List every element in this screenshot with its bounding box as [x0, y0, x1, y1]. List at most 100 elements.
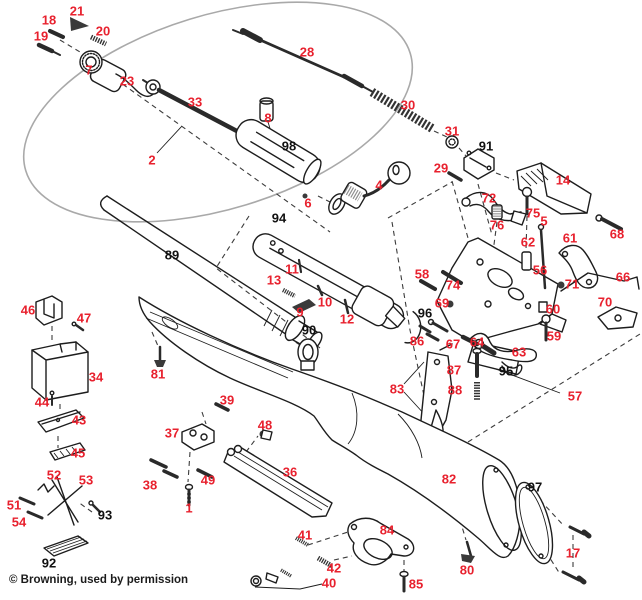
- plunger-76-drawing: [491, 204, 503, 220]
- lever-70-drawing: [597, 306, 638, 330]
- part-label-4: 4: [375, 177, 383, 193]
- screw-96-drawing: [427, 318, 449, 333]
- pin-49-drawing: [196, 468, 214, 479]
- mount-37-drawing: [181, 423, 215, 451]
- pin-10-drawing: [316, 284, 324, 297]
- bolt-detail-parts: [36, 17, 411, 215]
- sear-63-drawing: [468, 332, 537, 363]
- part-label-93: 93: [97, 507, 113, 523]
- part-label-37: 37: [164, 425, 180, 441]
- detail-balloon: [22, 1, 414, 223]
- part-label-13: 13: [266, 272, 282, 288]
- part-label-52: 52: [46, 467, 62, 483]
- screw-93-drawing: [88, 500, 102, 514]
- pin-58-drawing: [419, 279, 437, 291]
- floorplate-92-drawing: [43, 535, 89, 557]
- part-label-23: 23: [119, 73, 135, 89]
- part-label-98: 98: [281, 138, 297, 154]
- bolt-handle-4-drawing: [328, 161, 411, 215]
- spring-13-drawing: [281, 287, 297, 299]
- part-label-88: 88: [447, 382, 463, 398]
- part-label-81: 81: [150, 366, 166, 382]
- pin-67-drawing: [460, 334, 480, 347]
- part-label-10: 10: [317, 294, 333, 310]
- spring-41-drawing: [294, 536, 310, 547]
- lever-72-drawing: [461, 191, 527, 226]
- part-label-80: 80: [459, 562, 475, 578]
- part-label-90: 90: [301, 322, 317, 338]
- part-label-9: 9: [296, 304, 304, 320]
- pin-18-drawing: [48, 29, 65, 39]
- part-label-31: 31: [444, 123, 460, 139]
- guide-lines: [51, 39, 641, 590]
- part-label-17: 17: [565, 545, 581, 561]
- part-label-85: 85: [408, 576, 424, 592]
- screws-17-drawing: [561, 525, 592, 585]
- part-label-96: 96: [417, 305, 433, 321]
- part-label-42: 42: [326, 560, 342, 576]
- pin-39-drawing: [214, 402, 230, 412]
- bolt-sleeve-7-drawing: [79, 50, 127, 93]
- ball-6-drawing: [302, 193, 308, 199]
- bolt-carrier-94-drawing: [252, 233, 422, 344]
- part-label-36: 36: [282, 464, 298, 480]
- recoil-lug-90-drawing: [297, 338, 319, 371]
- part-label-29: 29: [433, 160, 449, 176]
- part-label-97: 97: [527, 479, 543, 495]
- part-label-6: 6: [304, 195, 312, 211]
- part-label-51: 51: [6, 497, 22, 513]
- part-label-43: 43: [71, 412, 87, 428]
- part-label-58: 58: [414, 266, 430, 282]
- spring-42-drawing: [316, 555, 334, 569]
- sight-91-drawing: [463, 148, 495, 180]
- sight-base-14-drawing: [516, 162, 592, 215]
- screw-87-drawing: [472, 347, 482, 378]
- screws-86-drawing: [418, 324, 440, 342]
- part-label-72: 72: [481, 190, 497, 206]
- ball-71-drawing: [557, 281, 565, 289]
- screw-85-drawing: [399, 570, 409, 593]
- part-label-20: 20: [95, 23, 111, 39]
- pin-51-drawing: [18, 496, 36, 506]
- stud-80-drawing: [461, 540, 475, 563]
- stock-82-drawing: [138, 296, 522, 559]
- screw-44-drawing: [49, 390, 55, 406]
- stud-81-drawing: [154, 345, 166, 367]
- part-label-91: 91: [478, 138, 494, 154]
- part-label-60: 60: [545, 301, 561, 317]
- trigger-guard-84-drawing: [347, 517, 415, 566]
- part-label-18: 18: [41, 12, 57, 28]
- part-label-76: 76: [489, 217, 505, 233]
- part-label-84: 84: [379, 522, 395, 538]
- spring-20-drawing: [89, 34, 108, 47]
- part-label-34: 34: [88, 369, 104, 385]
- magazine-34-drawing: [31, 341, 89, 401]
- part-label-53: 53: [78, 472, 94, 488]
- bolt-body-98-drawing: [235, 118, 322, 185]
- magazine-spring-5253-drawing: [37, 476, 83, 526]
- clip-21-drawing: [70, 17, 89, 31]
- screw-59-drawing: [541, 314, 551, 342]
- part-label-86: 86: [409, 333, 425, 349]
- part-label-28: 28: [299, 44, 315, 60]
- screw-1-drawing: [184, 483, 194, 507]
- pin-11-drawing: [297, 258, 303, 274]
- part-label-1: 1: [185, 500, 193, 516]
- part-label-11: 11: [285, 261, 299, 277]
- part-label-45: 45: [70, 445, 86, 461]
- plug-31-drawing: [445, 135, 459, 149]
- part-label-14: 14: [555, 172, 571, 188]
- part-label-71: 71: [564, 276, 580, 292]
- magazine-parts: [18, 295, 102, 557]
- ejector-46-drawing: [35, 295, 63, 326]
- part-label-94: 94: [271, 210, 287, 226]
- part-label-5: 5: [540, 213, 548, 229]
- bolt-48-drawing: [259, 429, 273, 441]
- part-label-33: 33: [187, 94, 203, 110]
- pins-38-drawing: [149, 458, 179, 479]
- part-label-47: 47: [76, 310, 92, 326]
- rod-66-drawing: [560, 272, 640, 292]
- part-label-40: 40: [321, 575, 337, 591]
